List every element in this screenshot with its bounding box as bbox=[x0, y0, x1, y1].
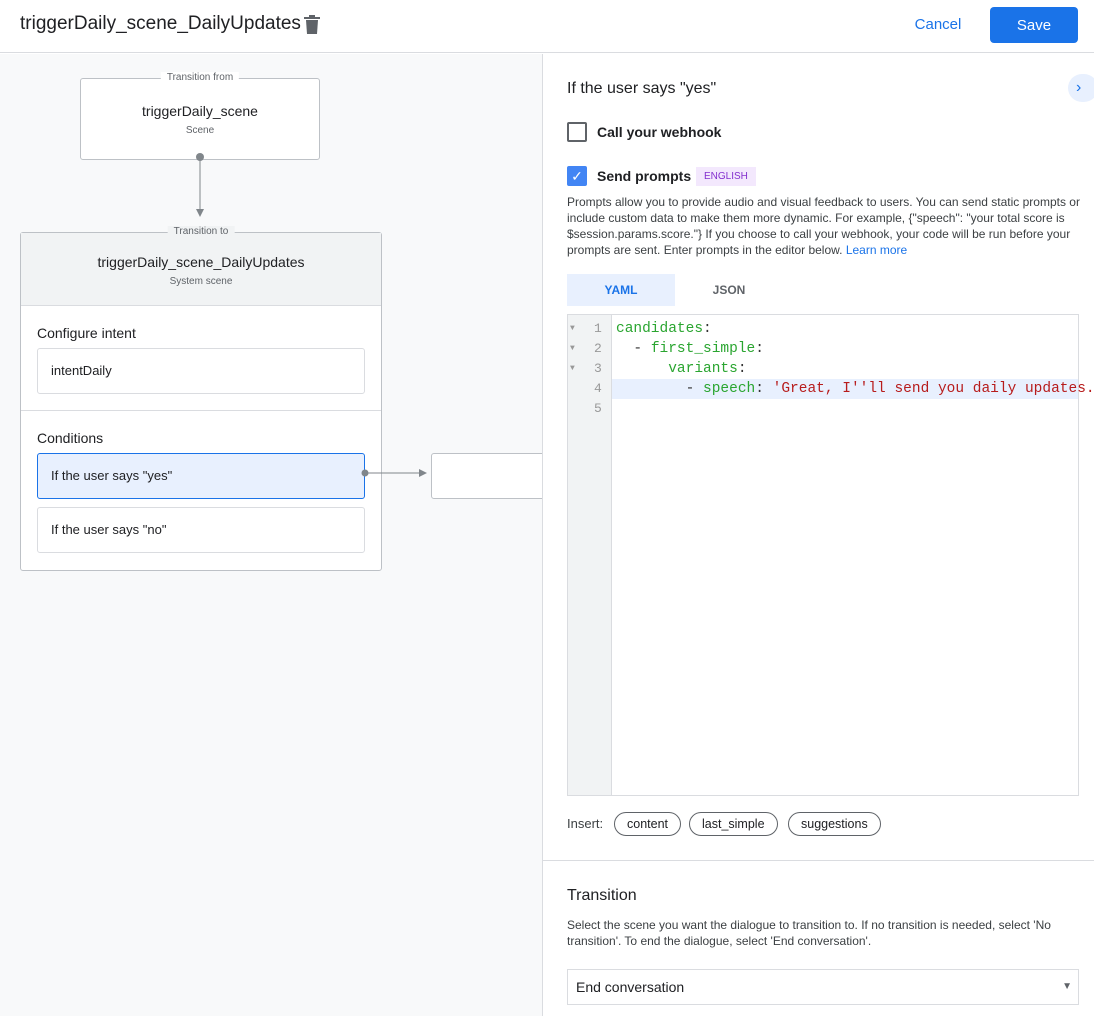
transition-select[interactable]: End conversation ▼ bbox=[567, 969, 1079, 1005]
insert-label: Insert: bbox=[567, 816, 604, 831]
connector-arrow bbox=[196, 153, 204, 217]
line-number: 4 bbox=[594, 381, 602, 396]
tab-json[interactable]: JSON bbox=[712, 283, 746, 297]
node-label: Transition to bbox=[167, 226, 235, 237]
condition-connector bbox=[361, 469, 427, 477]
line-number: 1 bbox=[594, 321, 602, 336]
code-editor[interactable]: ▼ 1 candidates: ▼ 2 - first_simple: ▼ 3 vari… bbox=[567, 314, 1094, 796]
save-button[interactable]: Save bbox=[990, 7, 1078, 43]
send-prompts-checkbox[interactable]: ✓ bbox=[567, 166, 587, 186]
prompts-description: Prompts allow you to provide audio and v… bbox=[567, 194, 1082, 258]
cancel-button[interactable]: Cancel bbox=[904, 8, 972, 42]
node-label: Transition from bbox=[160, 72, 240, 83]
insert-chip-last-simple[interactable]: last_simple bbox=[689, 812, 778, 836]
flow-canvas[interactable]: Transition from triggerDaily_scene Scene… bbox=[0, 54, 542, 1016]
transition-to-node: Transition to triggerDaily_scene_DailyUp… bbox=[20, 226, 382, 571]
header: triggerDaily_scene_DailyUpdates Cancel S… bbox=[0, 0, 1094, 53]
line-number: 5 bbox=[594, 401, 602, 416]
panel-heading: If the user says "yes" bbox=[567, 80, 717, 97]
insert-chip-suggestions[interactable]: suggestions bbox=[788, 812, 881, 836]
transition-description: Select the scene you want the dialogue t… bbox=[567, 918, 1051, 948]
divider bbox=[543, 860, 1094, 861]
page-title: triggerDaily_scene_DailyUpdates bbox=[20, 13, 301, 34]
line-number: 2 bbox=[594, 341, 602, 356]
condition-yes[interactable]: If the user says "yes" bbox=[37, 453, 365, 499]
code-line: - speech: 'Great, I''ll send you daily u… bbox=[616, 381, 1094, 397]
insert-chip-content[interactable]: content bbox=[614, 812, 682, 836]
configure-intent-heading: Configure intent bbox=[37, 325, 136, 341]
dropdown-arrow-icon: ▼ bbox=[1062, 981, 1072, 992]
target-node-empty[interactable] bbox=[431, 453, 542, 499]
transition-value: End conversation bbox=[576, 979, 685, 995]
webhook-label: Call your webhook bbox=[597, 124, 722, 140]
intent-item[interactable]: intentDaily bbox=[37, 348, 365, 394]
node-title: triggerDaily_scene bbox=[142, 103, 258, 119]
line-number: 3 bbox=[594, 361, 602, 376]
code-line: - first_simple: bbox=[616, 341, 764, 357]
code-line: candidates: bbox=[616, 321, 712, 337]
chevron-right-icon[interactable]: › bbox=[1068, 74, 1094, 102]
condition-no[interactable]: If the user says "no" bbox=[37, 507, 365, 553]
transition-heading: Transition bbox=[567, 887, 637, 904]
node-title: triggerDaily_scene_DailyUpdates bbox=[97, 254, 305, 270]
description-text: Prompts allow you to provide audio and v… bbox=[567, 195, 1080, 257]
transition-from-node[interactable]: Transition from triggerDaily_scene Scene bbox=[80, 72, 320, 160]
tab-yaml[interactable]: YAML bbox=[567, 274, 675, 306]
fold-icon[interactable]: ▼ bbox=[570, 324, 575, 333]
editor-gutter bbox=[568, 315, 612, 795]
fold-icon[interactable]: ▼ bbox=[570, 344, 575, 353]
node-subtitle: System scene bbox=[169, 276, 233, 287]
active-line-highlight bbox=[612, 379, 1078, 399]
fold-icon[interactable]: ▼ bbox=[570, 364, 575, 373]
send-prompts-label: Send prompts bbox=[597, 168, 692, 184]
learn-more-link[interactable]: Learn more bbox=[845, 243, 908, 257]
webhook-checkbox[interactable] bbox=[567, 122, 587, 142]
node-subtitle: Scene bbox=[185, 125, 215, 136]
language-badge: ENGLISH bbox=[696, 167, 756, 186]
code-line: variants: bbox=[668, 361, 747, 377]
conditions-heading: Conditions bbox=[37, 430, 104, 446]
condition-panel: › If the user says "yes" Call your webho… bbox=[542, 54, 1094, 1016]
trash-icon[interactable] bbox=[304, 15, 320, 34]
